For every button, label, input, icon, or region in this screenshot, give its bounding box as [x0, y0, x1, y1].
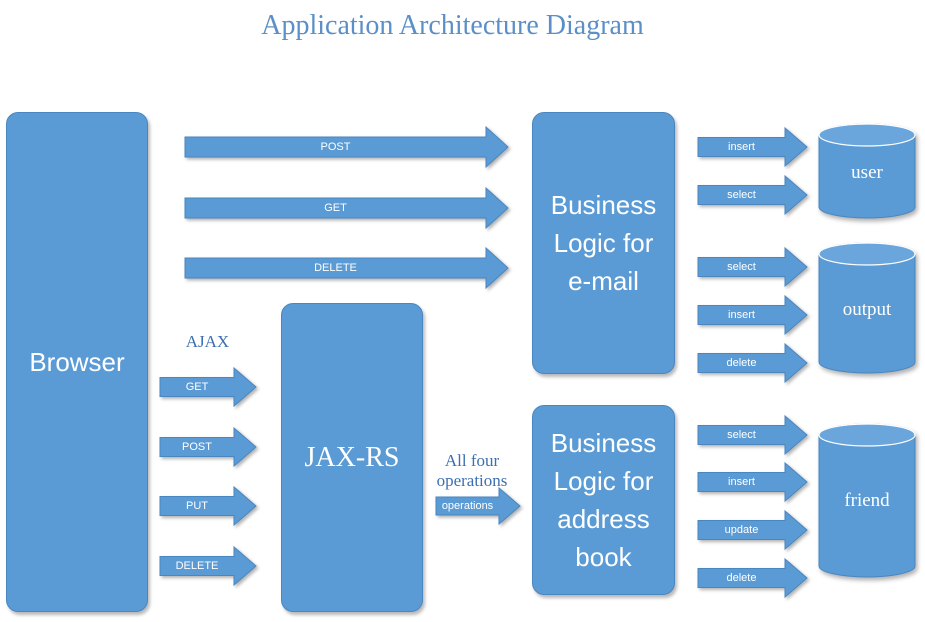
arrow-ajax-delete: DELETE — [159, 545, 257, 587]
arrow-insert-to-friend: insert — [697, 461, 808, 503]
arrow-operations-to-address: operations — [435, 486, 521, 526]
arrow-select-to-output: select — [697, 246, 808, 288]
arrow-get-to-email: GET — [184, 186, 509, 230]
arrow-label: select — [727, 429, 756, 441]
browser-label: Browser — [29, 347, 125, 377]
arrow-post-to-email: POST — [184, 125, 509, 169]
arrow-update-to-friend: update — [697, 509, 808, 551]
arrow-insert-to-user: insert — [697, 126, 808, 168]
address-logic-box: Business Logic for address book — [532, 405, 675, 595]
block-arrow-shape — [184, 186, 509, 230]
block-arrow-shape — [697, 557, 808, 599]
arrow-label: DELETE — [175, 560, 219, 572]
arrow-label: POST — [320, 141, 351, 153]
output-database-label: output — [842, 299, 892, 320]
block-arrow-shape — [697, 174, 808, 216]
cylinder-shape — [818, 423, 916, 578]
arrow-body — [697, 246, 808, 288]
block-arrow-shape — [697, 126, 808, 168]
arrow-label: operations — [441, 500, 494, 512]
arrow-ajax-post: POST — [159, 426, 257, 468]
diagram-title: Application Architecture Diagram — [261, 10, 644, 41]
user-database-label: user — [851, 162, 883, 183]
block-arrow-shape — [159, 485, 257, 527]
cylinder-top — [818, 242, 916, 266]
arrow-body — [697, 342, 808, 384]
arrow-label: delete — [726, 357, 757, 369]
arrow-label: delete — [726, 572, 757, 584]
arrow-label: update — [724, 524, 759, 536]
arrow-delete-to-output: delete — [697, 342, 808, 384]
email-logic-box: Business Logic for e-mail — [532, 112, 675, 374]
cylinder-top — [818, 423, 916, 447]
arrow-body — [159, 485, 257, 527]
arrow-label: POST — [182, 441, 212, 453]
arrow-body — [184, 246, 509, 290]
arrow-body — [697, 461, 808, 503]
arrow-insert-to-output: insert — [697, 294, 808, 336]
address-logic-label: Business Logic for address book — [550, 428, 657, 572]
block-arrow-shape — [184, 125, 509, 169]
arrow-label: GET — [324, 202, 347, 214]
arrow-body — [697, 294, 808, 336]
arrow-select-to-user: select — [697, 174, 808, 216]
block-arrow-shape — [697, 294, 808, 336]
arrow-ajax-put: PUT — [159, 485, 257, 527]
block-arrow-shape — [697, 414, 808, 456]
arrow-select-to-friend: select — [697, 414, 808, 456]
user-database: user — [818, 123, 916, 219]
arrow-label: select — [727, 261, 756, 273]
jaxrs-box: JAX-RS — [281, 303, 423, 612]
arrow-body — [184, 186, 509, 230]
arrow-delete-to-email: DELETE — [184, 246, 509, 290]
arrow-body — [697, 174, 808, 216]
email-logic-label: Business Logic for e-mail — [550, 190, 657, 296]
arrow-body — [159, 545, 257, 587]
block-arrow-shape — [697, 461, 808, 503]
friend-database: friend — [818, 423, 916, 578]
block-arrow-shape — [159, 426, 257, 468]
arrow-body — [435, 486, 521, 526]
ajax-note: AJAX — [185, 332, 230, 351]
block-arrow-shape — [435, 486, 521, 526]
browser-box: Browser — [6, 112, 148, 612]
arrow-body — [697, 509, 808, 551]
block-arrow-shape — [697, 246, 808, 288]
block-arrow-shape — [159, 366, 257, 408]
arrow-label: select — [727, 189, 756, 201]
arrow-label: DELETE — [314, 262, 357, 274]
arrow-label: insert — [728, 309, 755, 321]
friend-database-label: friend — [844, 490, 890, 511]
block-arrow-shape — [159, 545, 257, 587]
arrow-label: insert — [728, 476, 755, 488]
arrow-body — [697, 414, 808, 456]
arrow-delete-to-friend: delete — [697, 557, 808, 599]
cylinder-top — [818, 123, 916, 147]
arrow-label: GET — [185, 381, 209, 393]
cylinder-shape — [818, 123, 916, 219]
arrow-label: insert — [728, 141, 755, 153]
output-database: output — [818, 242, 916, 374]
arrow-body — [697, 557, 808, 599]
arrow-body — [159, 366, 257, 408]
arrow-body — [184, 125, 509, 169]
cylinder-shape — [818, 242, 916, 374]
jaxrs-label: JAX-RS — [304, 441, 400, 473]
block-arrow-shape — [697, 509, 808, 551]
block-arrow-shape — [697, 342, 808, 384]
arrow-body — [159, 426, 257, 468]
arrow-body — [697, 126, 808, 168]
arrow-label: PUT — [186, 500, 208, 512]
block-arrow-shape — [184, 246, 509, 290]
all-four-operations-note: All four operations — [436, 451, 508, 490]
arrow-ajax-get: GET — [159, 366, 257, 408]
